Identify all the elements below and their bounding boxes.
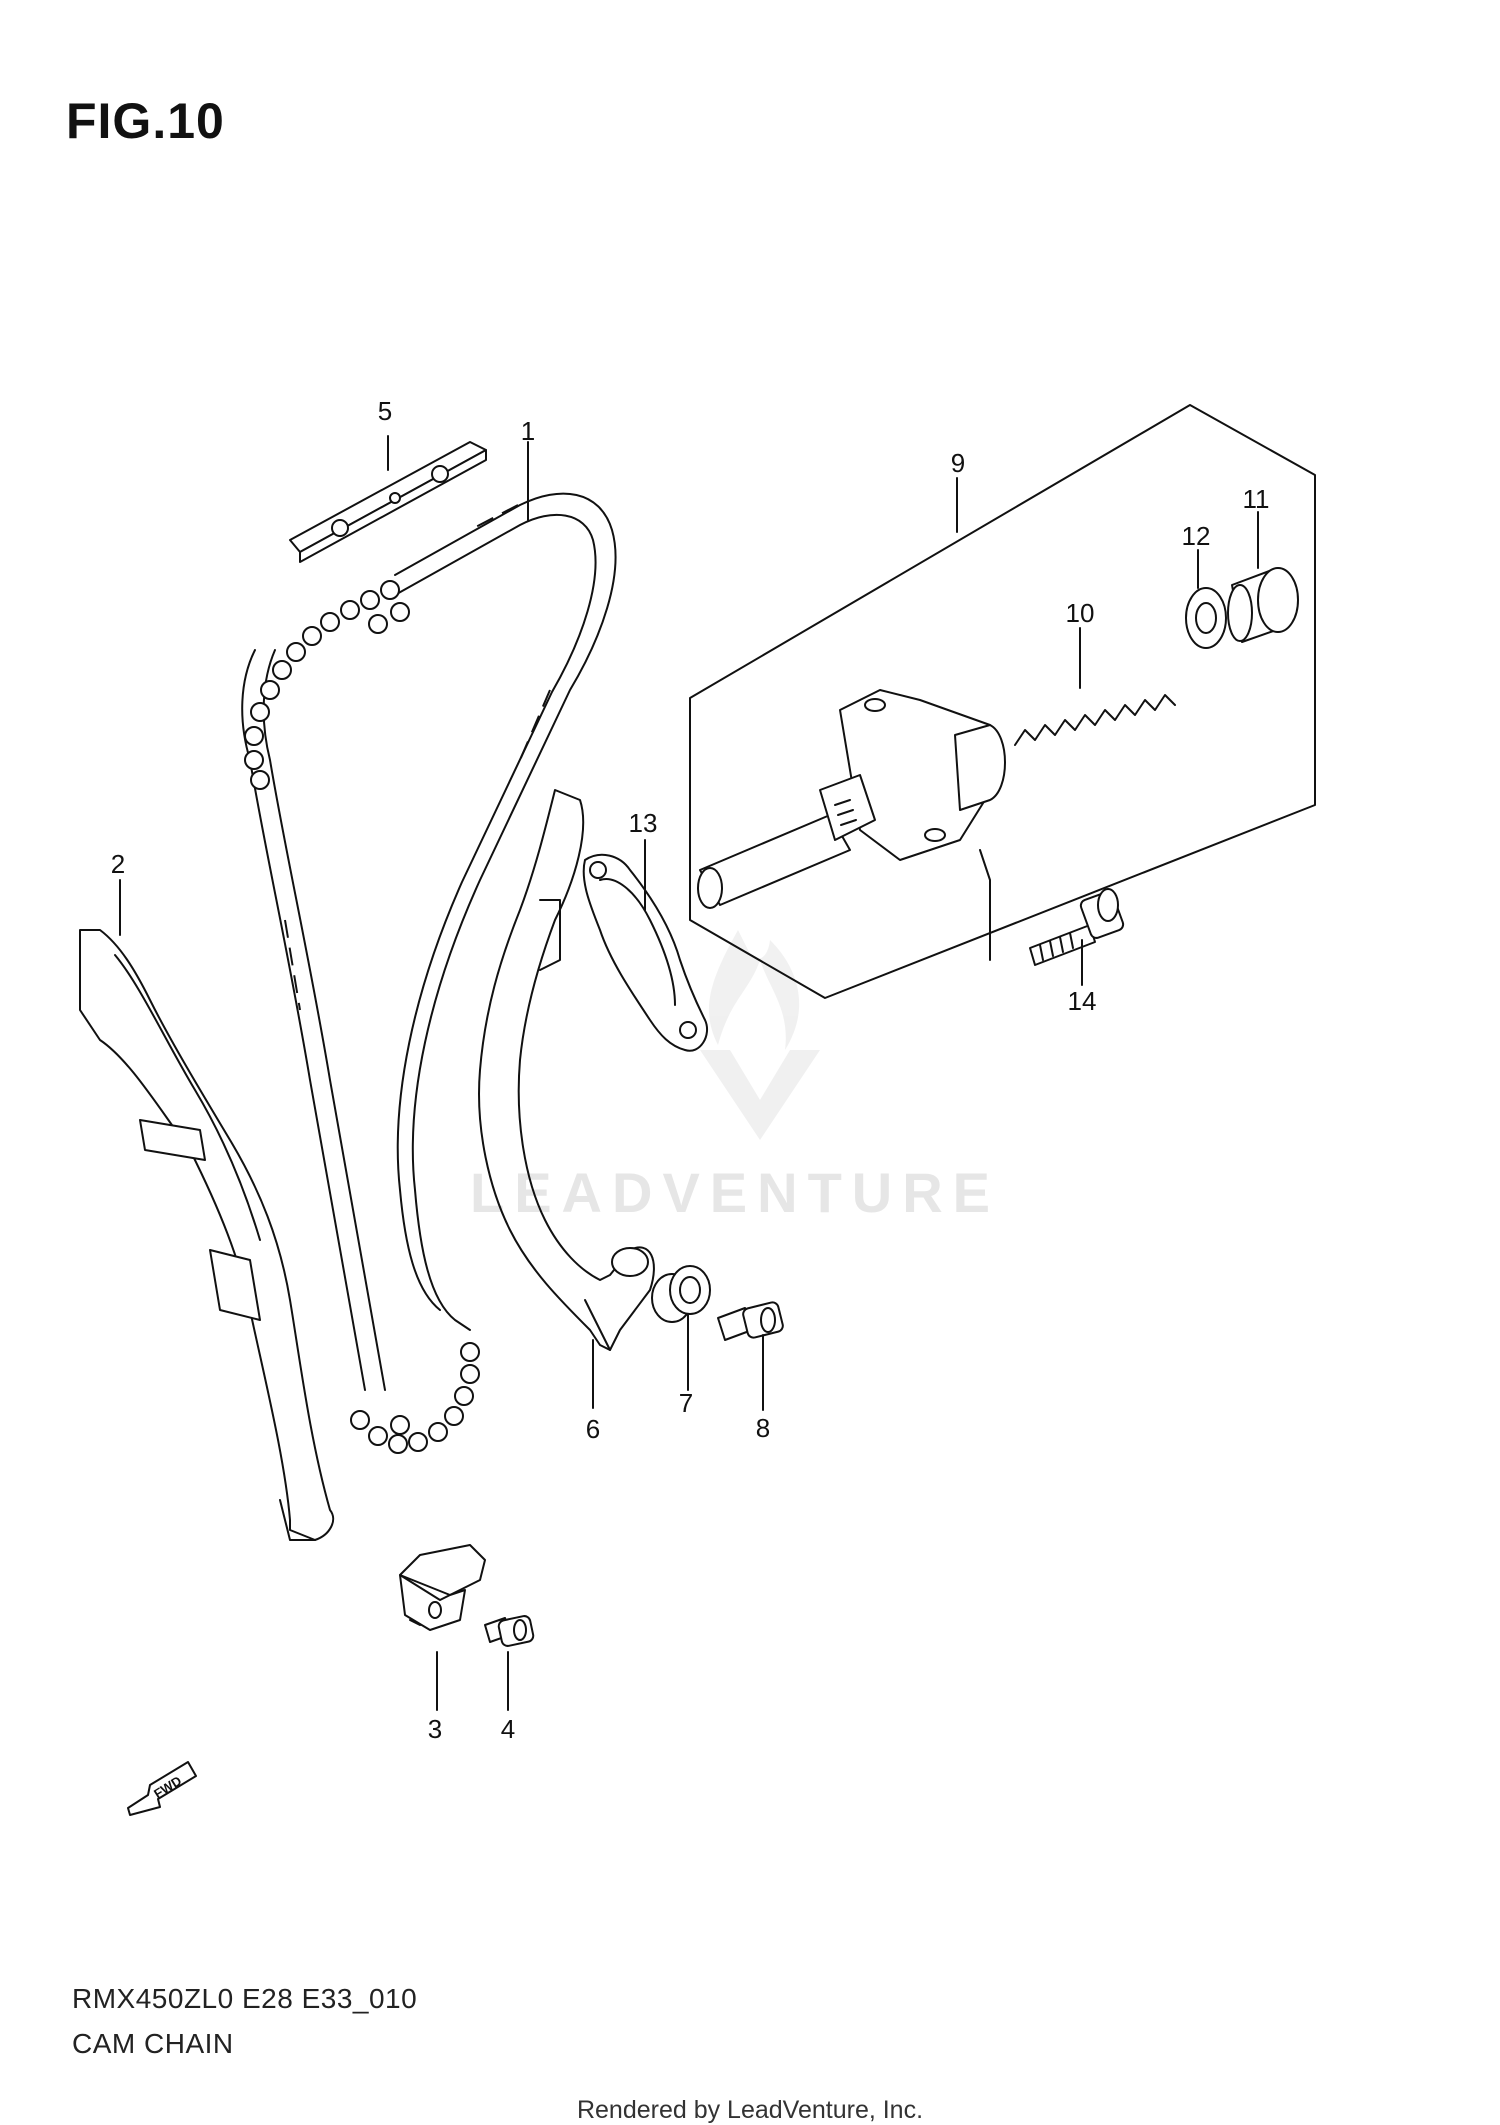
callout-2: 2 (111, 849, 125, 879)
part-2-chain-guide (79, 929, 335, 1541)
callout-11: 11 (1243, 484, 1270, 514)
chain-links-bottom (350, 1342, 480, 1454)
part-12-washer (1185, 587, 1227, 649)
callout-4: 4 (501, 1714, 515, 1744)
callout-1: 1 (521, 416, 535, 446)
callout-12: 12 (1182, 521, 1211, 551)
rendered-by-footer: Rendered by LeadVenture, Inc. (576, 2096, 924, 2124)
callout-3: 3 (428, 1714, 442, 1744)
part-11-plug-bolt (1227, 567, 1299, 643)
figure-title: FIG.10 (66, 93, 225, 149)
figure-caption: CAM CHAIN (72, 2028, 234, 2059)
callout-14: 14 (1068, 986, 1097, 1016)
part-5-chain-plate (289, 441, 487, 563)
part-1-cam-chain (241, 492, 617, 1454)
callout-7: 7 (679, 1388, 693, 1418)
watermark-text: LEADVENTURE (470, 1161, 1001, 1224)
part-3-guide-bracket (399, 1544, 486, 1631)
leader-lines (119, 435, 1259, 1711)
part-10-spring (1014, 694, 1176, 746)
callout-labels: 5 1 2 9 11 12 10 13 14 6 7 8 3 4 (111, 396, 1270, 1744)
callout-13: 13 (629, 808, 658, 838)
part-8-bolt (717, 1301, 784, 1341)
callout-5: 5 (378, 396, 392, 426)
part-4-bolt (484, 1615, 535, 1647)
part-13-gasket (582, 853, 708, 1052)
callout-9: 9 (951, 448, 965, 478)
callout-8: 8 (756, 1413, 770, 1443)
watermark-logo (700, 930, 820, 1140)
fwd-arrow-icon: FWD (127, 1761, 197, 1816)
chain-links-top (244, 580, 410, 790)
callout-10: 10 (1066, 598, 1095, 628)
callout-6: 6 (586, 1414, 600, 1444)
part-7-collar (651, 1265, 711, 1323)
part-9-tensioner-assembly (689, 404, 1316, 999)
model-code: RMX450ZL0 E28 E33_010 (72, 1983, 418, 2014)
part-6-tensioner-guide (478, 789, 655, 1351)
part-14-bolt (1029, 888, 1125, 966)
